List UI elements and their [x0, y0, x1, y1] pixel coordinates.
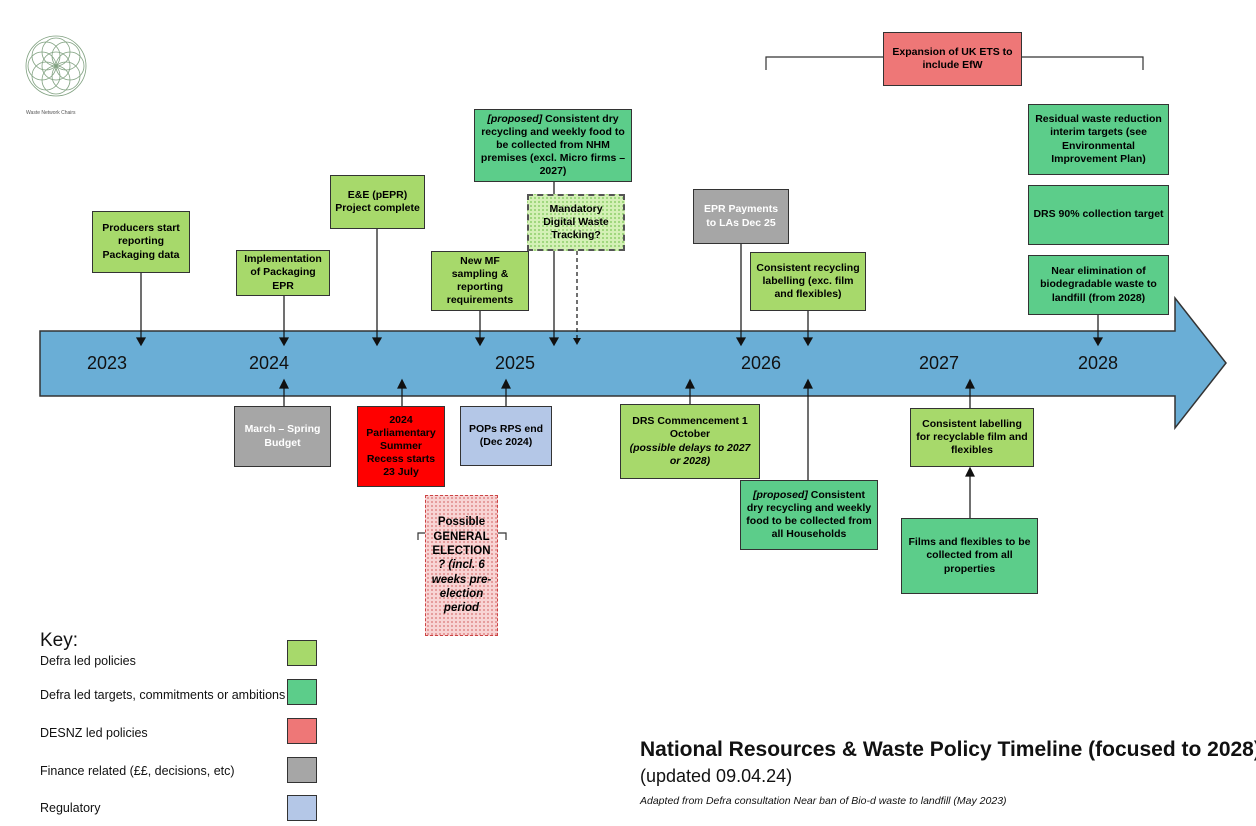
nhm-collection-text: Consistent dry recycling and weekly food… — [480, 112, 626, 178]
year-label: 2025 — [495, 353, 536, 373]
key-swatch-desnz — [287, 718, 317, 744]
epr-payments-box: EPR Payments to LAs Dec 25 — [693, 189, 789, 244]
page-subtitle: (updated 09.04.24) — [640, 766, 793, 786]
page-title: National Resources & Waste Policy Timeli… — [640, 738, 1256, 761]
drs-target-box: DRS 90% collection target — [1028, 185, 1169, 245]
key-swatch-finance — [287, 757, 317, 783]
biodegradable-landfill-box: Near elimination of biodegradable waste … — [1028, 255, 1169, 315]
waste-network-logo — [25, 35, 87, 97]
residual-waste-box: Residual waste reduction interim targets… — [1028, 104, 1169, 175]
key-label: Defra led policies — [40, 654, 136, 668]
year-label: 2023 — [87, 353, 128, 373]
proposed-tag: [proposed] — [753, 488, 808, 501]
drs-commencement-text: DRS Commencement 1 October — [632, 415, 748, 441]
key-label: DESNZ led policies — [40, 726, 148, 740]
drs-commencement-box: DRS Commencement 1 October (possible del… — [620, 404, 760, 479]
timeline-arrow — [39, 295, 1227, 431]
key-label: Regulatory — [40, 801, 101, 815]
key-label: Defra led targets, commitments or ambiti… — [40, 688, 286, 702]
logo-caption: Waste Network Chairs — [26, 110, 76, 116]
films-collection-box: Films and flexibles to be collected from… — [901, 518, 1038, 594]
key-swatch-regulatory — [287, 795, 317, 821]
year-label: 2027 — [919, 353, 960, 373]
digital-tracking-box: Mandatory Digital Waste Tracking? — [527, 194, 625, 251]
household-collection-box: [proposed] Consistent dry recycling and … — [740, 480, 878, 550]
key-swatch-defra-targets — [287, 679, 317, 705]
key-label: Finance related (££, decisions, etc) — [40, 764, 235, 778]
spring-budget-box: March – Spring Budget — [234, 406, 331, 467]
nhm-collection-box: [proposed] Consistent dry recycling and … — [474, 109, 632, 182]
film-labelling-box: Consistent labelling for recyclable film… — [910, 408, 1034, 467]
uk-ets-box: Expansion of UK ETS to include EfW — [883, 32, 1022, 86]
year-label: 2028 — [1078, 353, 1119, 373]
household-collection-text: Consistent dry recycling and weekly food… — [746, 488, 872, 541]
general-election-box: Possible GENERAL ELECTION ? (incl. 6 wee… — [425, 495, 498, 636]
pops-rps-box: POPs RPS end (Dec 2024) — [460, 406, 552, 466]
general-election-note: ? (incl. 6 weeks pre-election period — [431, 559, 492, 615]
recycling-labelling-box: Consistent recycling labelling (exc. fil… — [750, 252, 866, 311]
producers-reporting-box: Producers start reporting Packaging data — [92, 211, 190, 273]
mf-sampling-box: New MF sampling & reporting requirements — [431, 251, 529, 311]
drs-delay-note: (possible delays to 2027 or 2028) — [629, 441, 751, 467]
ee-project-box: E&E (pEPR) Project complete — [330, 175, 425, 229]
key-title: Key: — [40, 630, 79, 651]
key-swatch-defra-policies — [287, 640, 317, 666]
packaging-epr-box: Implementation of Packaging EPR — [236, 250, 330, 296]
summer-recess-box: 2024 Parliamentary Summer Recess starts … — [357, 406, 445, 487]
proposed-tag: [proposed] — [487, 112, 543, 125]
year-label: 2026 — [741, 353, 782, 373]
source-note: Adapted from Defra consultation Near ban… — [640, 795, 1007, 807]
year-label: 2024 — [249, 353, 290, 373]
general-election-title: Possible GENERAL ELECTION — [432, 516, 491, 557]
